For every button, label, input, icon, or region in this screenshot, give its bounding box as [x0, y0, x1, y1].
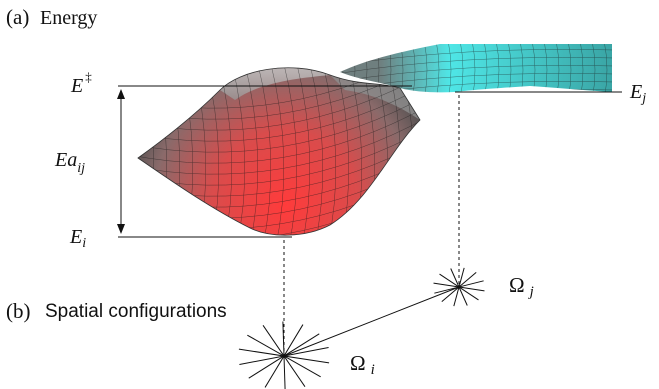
activation-energy-arrow [117, 89, 125, 234]
panel-b-label: (b) [6, 299, 31, 323]
configuration-connector [283, 286, 460, 357]
panel-a-label: (a) [6, 5, 29, 29]
initial-energy-label: Ei [69, 226, 86, 251]
panel-a-title: Energy [40, 7, 97, 29]
panel-b-title: Spatial configurations [45, 301, 227, 322]
configuration-i-star-burst-icon [238, 321, 330, 389]
transition-energy-label: E‡ [70, 69, 92, 97]
activation-energy-label: Eaij [54, 149, 85, 176]
final-energy-label: Ej [629, 81, 646, 106]
configuration-j-star-burst-icon [433, 267, 485, 307]
